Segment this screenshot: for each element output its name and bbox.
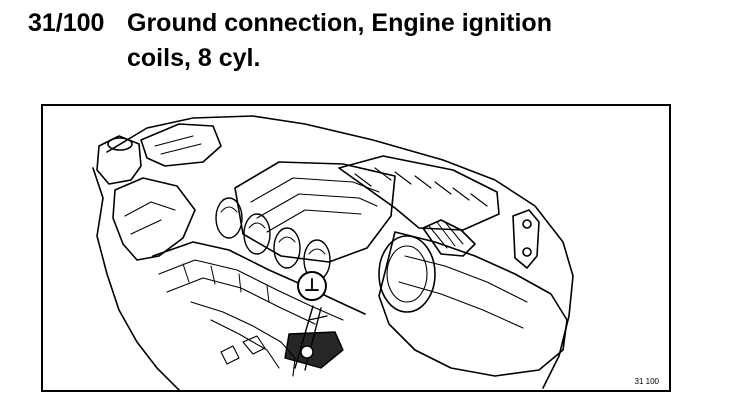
title-text-line-1: Ground connection, Engine ignition (127, 9, 552, 37)
engine-cover (234, 161, 396, 263)
ground-symbol-callout: ⊥ (297, 271, 327, 301)
cylinder-bank-right (338, 155, 500, 231)
reservoir-left (96, 135, 142, 185)
engine-bay-outline (106, 115, 574, 389)
ignition-coils (215, 197, 331, 281)
figure-code: 31 100 (634, 377, 659, 386)
title-text-line-2: coils, 8 cyl. (127, 44, 261, 72)
engine-illustration (92, 115, 574, 390)
bellows-hose (422, 219, 476, 257)
reservoir-cap (107, 137, 133, 151)
right-bracket (512, 209, 540, 269)
fender-panel (112, 177, 196, 261)
wiring-harness (190, 301, 296, 377)
title-id: 31/100 (28, 9, 105, 37)
coil-1 (215, 197, 243, 239)
coil-3 (273, 227, 301, 269)
intake-manifold (152, 241, 366, 315)
coil-2 (243, 213, 271, 255)
ground-point (284, 305, 344, 371)
page-title: 31/100 Ground connection, Engine ignitio… (28, 6, 552, 76)
title-line-1: 31/100 Ground connection, Engine ignitio… (28, 6, 552, 41)
air-duct (378, 231, 568, 377)
ground-icon: ⊥ (303, 275, 321, 296)
engine-bay-inner-edge (92, 167, 180, 390)
air-duct-opening (378, 235, 436, 313)
engine-illustration-frame: ⊥ 31 100 (41, 104, 671, 392)
left-housing (140, 123, 222, 167)
